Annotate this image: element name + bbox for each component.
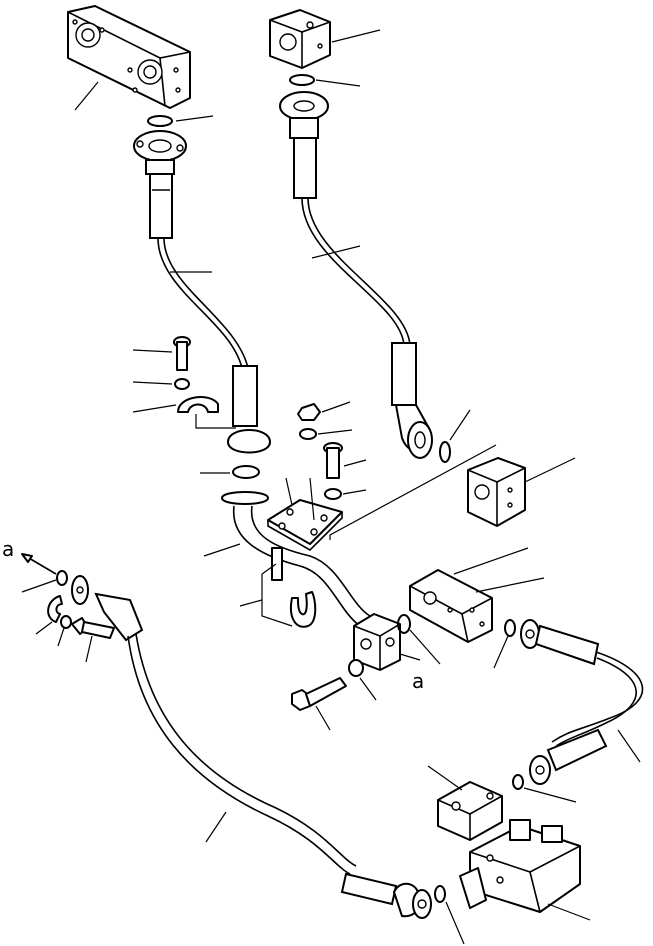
bolt	[323, 442, 343, 479]
valve-block-top-right	[269, 9, 331, 69]
leader-line	[132, 381, 173, 385]
leader-line	[524, 457, 576, 483]
hose-assembly-top-left	[133, 130, 249, 369]
o-ring	[512, 774, 524, 790]
steel-tube	[221, 491, 371, 627]
leader-line	[317, 429, 353, 435]
leader-line	[205, 811, 227, 843]
o-ring	[147, 115, 173, 127]
leader-line	[195, 414, 236, 429]
split-flange-half	[177, 396, 219, 413]
leader-line	[309, 477, 315, 521]
o-ring	[434, 885, 446, 903]
junction-block	[353, 613, 401, 671]
o-ring	[439, 441, 451, 463]
leader-line	[329, 444, 497, 540]
leader-line	[85, 635, 93, 663]
bolt-junction	[291, 677, 347, 711]
hose-assembly-right	[520, 619, 644, 785]
leader-line	[617, 729, 641, 763]
bolt-center-left	[173, 336, 191, 371]
leader-line	[74, 81, 99, 111]
leader-line	[399, 653, 421, 661]
leader-line	[427, 765, 463, 791]
washer	[60, 615, 72, 629]
reference-label-left: a	[2, 537, 14, 561]
leader-line	[547, 903, 591, 921]
valve-block-right	[467, 457, 526, 527]
leader-line	[449, 409, 471, 441]
hose-assembly-bottom	[71, 575, 432, 919]
leader-line	[132, 349, 173, 353]
leader-line	[321, 401, 351, 413]
reference-arrow	[21, 553, 57, 575]
leader-line	[409, 629, 441, 665]
leader-line	[132, 404, 177, 413]
hose-assembly-top-right	[279, 91, 433, 459]
o-ring	[397, 614, 411, 634]
leader-line	[311, 245, 361, 259]
washer	[299, 428, 317, 440]
hose-fitting	[232, 365, 258, 427]
leader-line	[175, 115, 214, 122]
o-ring	[504, 619, 516, 637]
leader-line	[523, 787, 577, 803]
washer	[174, 378, 190, 390]
leader-line	[261, 563, 277, 575]
washer	[324, 488, 342, 500]
leader-line	[445, 901, 465, 945]
valve-block-top-left	[67, 5, 191, 109]
control-valve	[459, 819, 581, 913]
leader-line	[203, 543, 241, 557]
leader-line	[342, 489, 367, 495]
leader-line	[453, 547, 529, 575]
leader-line	[35, 621, 53, 635]
o-ring	[56, 570, 68, 586]
washer	[348, 659, 364, 677]
mounting-plate	[267, 499, 343, 551]
nut	[297, 403, 321, 421]
leader-line	[315, 79, 361, 87]
leader-line	[261, 574, 293, 627]
valve-block-right-middle	[409, 569, 493, 643]
reference-label-right: a	[412, 669, 424, 693]
leader-line	[239, 599, 263, 607]
split-flange-half-left	[47, 595, 63, 623]
leader-line	[343, 459, 367, 467]
o-ring	[289, 74, 315, 86]
leader-line	[331, 29, 381, 43]
bolt-left	[71, 617, 115, 639]
leader-line	[21, 579, 57, 593]
valve-block-bottom-right	[437, 781, 503, 841]
hose-flange	[227, 429, 271, 454]
leader-line	[359, 677, 377, 701]
leader-line	[285, 477, 293, 506]
o-ring	[232, 465, 260, 479]
leader-line	[315, 705, 331, 731]
leader-line	[493, 635, 509, 669]
leader-line	[57, 627, 65, 647]
tube-clamp	[271, 547, 317, 628]
leader-line	[475, 577, 545, 593]
